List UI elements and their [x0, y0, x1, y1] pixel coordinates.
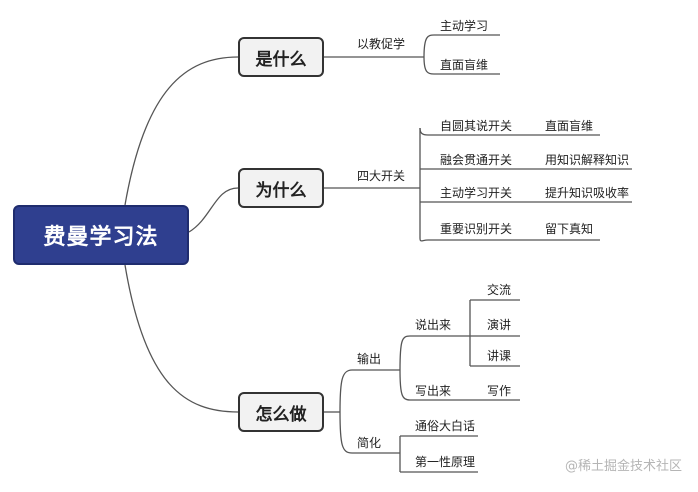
- what-item-2: 直面盲维: [440, 58, 489, 72]
- simplify-label: 简化: [357, 436, 382, 450]
- switch-effect-3: 提升知识吸收率: [545, 186, 630, 200]
- root-node[interactable]: 费曼学习法: [13, 205, 189, 265]
- speak-item-1: 交流: [487, 283, 512, 297]
- simplify-item-1: 通俗大白话: [415, 419, 476, 433]
- link-root-why: [188, 187, 239, 233]
- link-root-how: [124, 264, 239, 413]
- what-item-1: 主动学习: [440, 19, 489, 33]
- switch-effect-1: 直面盲维: [545, 119, 594, 133]
- switch-name-4: 重要识别开关: [440, 222, 513, 236]
- branch-what-node[interactable]: 是什么: [238, 37, 324, 77]
- write-label: 写出来: [415, 384, 452, 398]
- speak-label: 说出来: [415, 318, 452, 332]
- link-root-what: [124, 56, 239, 206]
- switch-effect-4: 留下真知: [545, 222, 594, 236]
- link-what-items: [423, 34, 500, 75]
- switch-effect-2: 用知识解释知识: [545, 153, 630, 167]
- switch-name-3: 主动学习开关: [440, 186, 513, 200]
- why-sub-label: 四大开关: [357, 169, 406, 183]
- speak-item-2: 演讲: [487, 318, 512, 332]
- switch-name-1: 自圆其说开关: [440, 119, 513, 133]
- output-label: 输出: [357, 352, 382, 366]
- branch-how-node[interactable]: 怎么做: [238, 392, 324, 432]
- write-item: 写作: [487, 384, 512, 398]
- switch-name-2: 融会贯通开关: [440, 153, 513, 167]
- speak-item-3: 讲课: [487, 349, 512, 363]
- branch-why-node[interactable]: 为什么: [238, 168, 324, 208]
- simplify-item-2: 第一性原理: [415, 455, 476, 469]
- watermark: @稀土掘金技术社区: [564, 459, 682, 474]
- what-sub-label: 以教促学: [357, 37, 406, 51]
